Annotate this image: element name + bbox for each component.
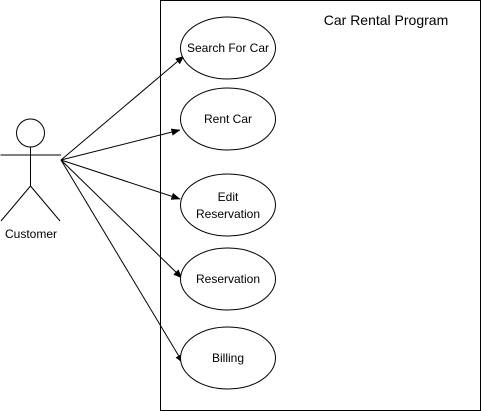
use-case-reservation[interactable]: Reservation <box>180 247 276 311</box>
use-case-rent-car[interactable]: Rent Car <box>180 87 276 151</box>
use-case-edit-reservation[interactable]: Edit Reservation <box>180 173 276 237</box>
system-title: Car Rental Program <box>324 12 449 28</box>
use-case-label: Search For Car <box>187 41 269 55</box>
use-case-label: Reservation <box>196 272 260 286</box>
use-case-ellipse <box>180 326 276 390</box>
actor-label: Customer <box>5 227 57 241</box>
use-case-ellipse <box>180 87 276 151</box>
customer-actor-icon <box>0 118 61 222</box>
actor-head <box>16 118 45 148</box>
use-case-label: Billing <box>212 351 244 365</box>
use-case-ellipse <box>180 16 276 80</box>
actor-right-leg <box>30 185 61 222</box>
association-rent <box>60 128 181 161</box>
associations <box>60 55 185 364</box>
use-case-ellipse <box>180 173 276 237</box>
association-search <box>60 55 185 161</box>
association-billing <box>60 159 184 364</box>
use-case-label: Rent Car <box>204 112 252 126</box>
use-case-label-line-2: Reservation <box>196 207 260 221</box>
association-edit <box>60 159 181 200</box>
actor-left-leg <box>0 185 31 222</box>
use-case-search-for-car[interactable]: Search For Car <box>180 16 276 80</box>
use-case-ellipse <box>180 247 276 311</box>
use-case-label-line-1: Edit <box>218 190 239 204</box>
use-case-billing[interactable]: Billing <box>180 326 276 390</box>
association-reservation <box>60 159 183 279</box>
